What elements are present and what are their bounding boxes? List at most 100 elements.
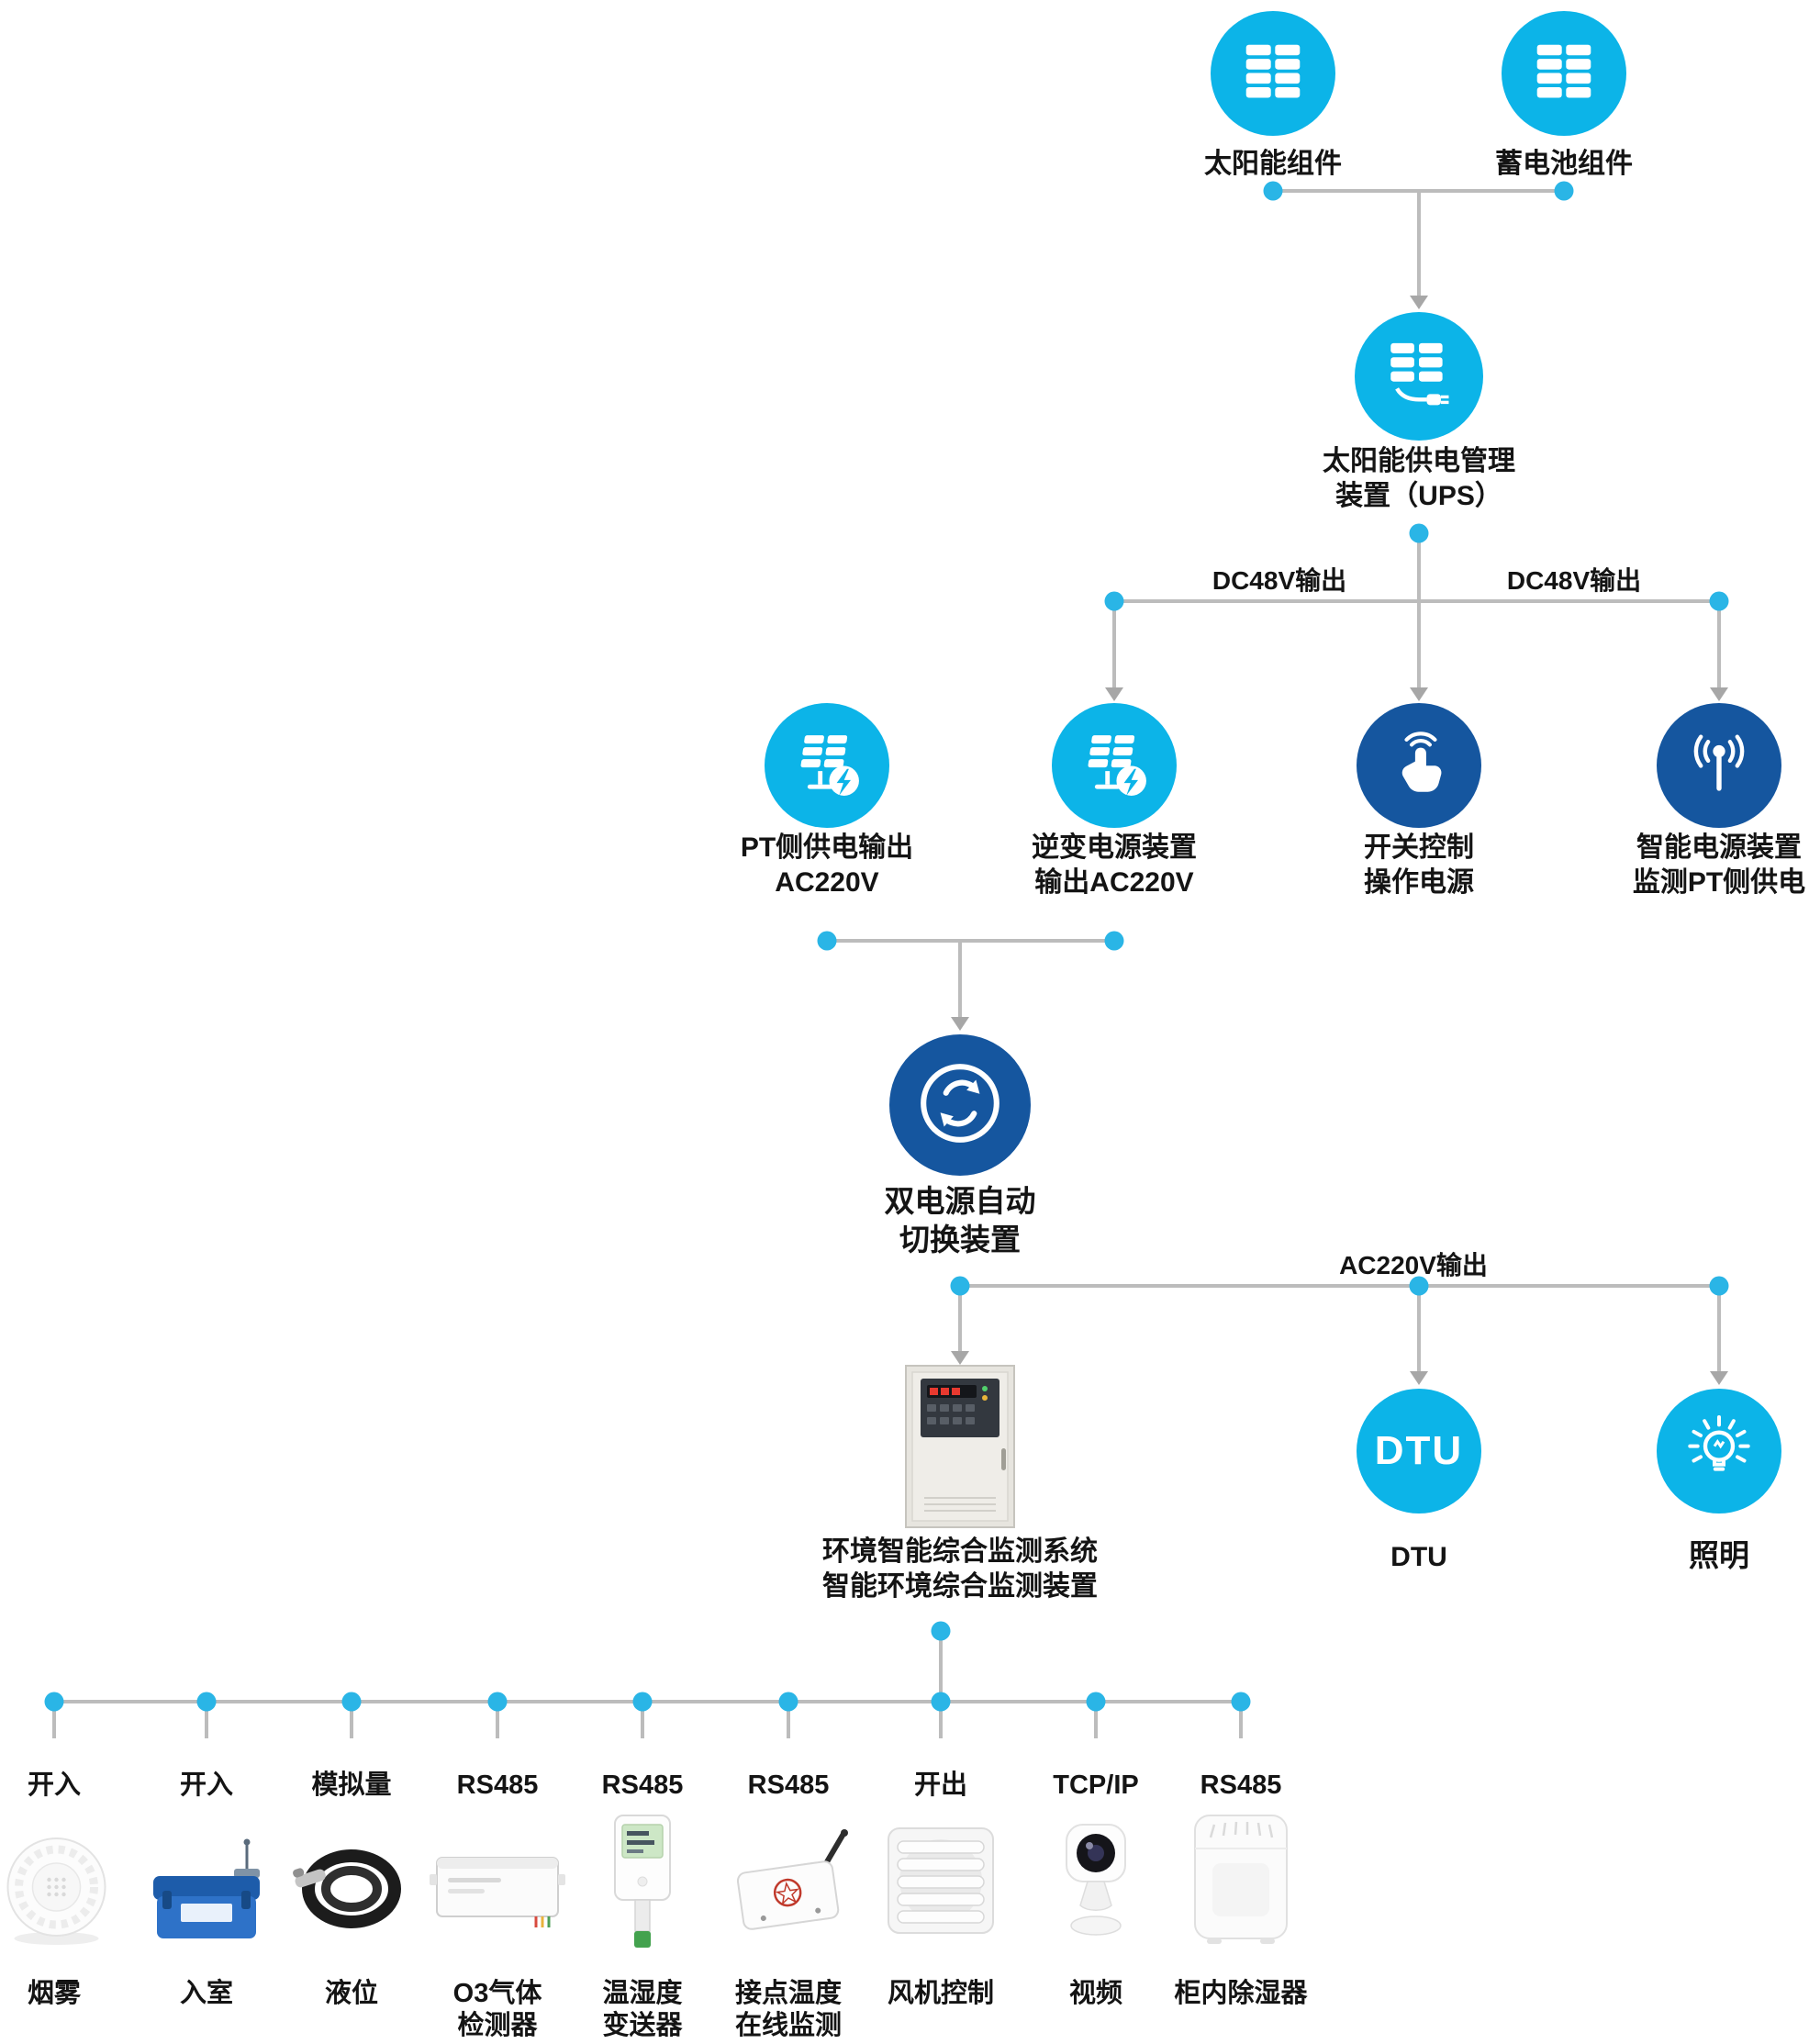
arrow-down-icon xyxy=(1410,1371,1428,1385)
device-label: O3气体 检测器 xyxy=(452,1979,542,2040)
edge-to-ups xyxy=(1417,191,1421,296)
junction-dot xyxy=(1409,1276,1429,1296)
o3-gas-detector-photo xyxy=(428,1843,567,1935)
battery-module-label: 蓄电池组件 xyxy=(1495,149,1633,179)
edge-ac220v-bus xyxy=(960,1284,1719,1288)
inverter-label: 逆变电源装置 输出AC220V xyxy=(1032,832,1197,898)
junction-dot xyxy=(1104,591,1124,611)
junction-dot xyxy=(487,1692,508,1712)
junction-dot xyxy=(1709,1276,1729,1296)
device-label: 入室 xyxy=(179,1979,234,2008)
arrow-down-icon xyxy=(951,1017,969,1031)
device-label: 烟雾 xyxy=(27,1979,82,2008)
arrow-down-icon xyxy=(1410,296,1428,309)
stub-temp-humidity xyxy=(641,1702,644,1738)
junction-dot xyxy=(1709,591,1729,611)
solar-panel-icon xyxy=(1239,38,1307,110)
fan-louver-photo xyxy=(885,1825,997,1941)
junction-dot xyxy=(931,1692,951,1712)
camera-photo xyxy=(1044,1819,1147,1945)
junction-dot xyxy=(196,1692,217,1712)
node-ups xyxy=(1355,312,1483,441)
node-inverter xyxy=(1052,703,1177,828)
stub-smoke xyxy=(52,1702,56,1738)
device-label: 接点温度 在线监测 xyxy=(734,1979,843,2040)
monitor-cabinet-photo xyxy=(888,1364,1033,1536)
stub-entry xyxy=(205,1702,208,1738)
device-label: 液位 xyxy=(324,1979,379,2008)
stub-fan xyxy=(939,1702,943,1738)
junction-dot xyxy=(632,1692,653,1712)
solar-bolt-icon xyxy=(1078,728,1150,804)
port-type-label: 开入 xyxy=(27,1770,82,1800)
port-type-label: TCP/IP xyxy=(1053,1770,1139,1800)
smoke-detector-photo xyxy=(0,1834,115,1953)
smart-power-label: 智能电源装置 监测PT侧供电 xyxy=(1632,832,1806,898)
light-bulb-icon xyxy=(1682,1413,1756,1491)
arrow-down-icon xyxy=(1105,687,1123,701)
edge-monitor-to-bus xyxy=(939,1631,943,1702)
level-sensor-photo xyxy=(293,1836,410,1943)
solar-bolt-icon xyxy=(791,728,863,804)
arrow-down-icon xyxy=(1410,687,1428,701)
port-type-label: RS485 xyxy=(1200,1770,1282,1800)
stub-dehumidifier xyxy=(1239,1702,1243,1738)
device-label: 视频 xyxy=(1068,1979,1123,2008)
edge-to-smart-power xyxy=(1717,601,1721,687)
port-type-label: RS485 xyxy=(601,1770,684,1800)
junction-dot xyxy=(931,1621,951,1641)
junction-dot xyxy=(1231,1692,1251,1712)
stub-contact-temp xyxy=(787,1702,790,1738)
lighting-label: 照明 xyxy=(1689,1538,1749,1572)
node-pt-output xyxy=(765,703,889,828)
node-battery-module xyxy=(1502,11,1626,136)
node-dtu: DTU xyxy=(1357,1389,1481,1513)
edge-to-lighting xyxy=(1717,1286,1721,1372)
antenna-icon xyxy=(1684,729,1754,803)
solar-ups-plug-icon xyxy=(1381,337,1457,417)
port-type-label: 开出 xyxy=(913,1770,968,1800)
ups-label: 太阳能供电管理 装置（UPS） xyxy=(1323,446,1515,511)
stub-level xyxy=(350,1702,353,1738)
junction-dot xyxy=(950,1276,970,1296)
dual-power-label: 双电源自动 切换装置 xyxy=(884,1184,1036,1257)
junction-dot xyxy=(817,931,837,951)
temp-humidity-transmitter-photo xyxy=(591,1810,694,1960)
contact-temperature-monitor-photo xyxy=(719,1826,858,1939)
node-switch-control xyxy=(1357,703,1481,828)
junction-dot xyxy=(341,1692,362,1712)
edge-to-dual-power xyxy=(958,941,962,1018)
touch-hand-icon xyxy=(1384,729,1454,803)
node-dual-power-switch xyxy=(889,1034,1031,1176)
dc48v-output-label-right: DC48V输出 xyxy=(1506,566,1642,595)
edge-to-monitor xyxy=(958,1286,962,1352)
junction-dot xyxy=(1263,181,1283,201)
port-type-label: RS485 xyxy=(456,1770,539,1800)
arrow-down-icon xyxy=(1710,1371,1728,1385)
monitor-system-label: 环境智能综合监测系统 智能环境综合监测装置 xyxy=(822,1536,1098,1602)
junction-dot xyxy=(778,1692,798,1712)
node-solar-module xyxy=(1211,11,1335,136)
node-lighting xyxy=(1657,1389,1781,1513)
dc48v-output-label-left: DC48V输出 xyxy=(1212,566,1347,595)
junction-dot xyxy=(1409,523,1429,543)
device-label: 柜内除湿器 xyxy=(1174,1979,1308,2008)
solar-module-label: 太阳能组件 xyxy=(1204,149,1342,179)
transfer-cycle-icon xyxy=(915,1058,1005,1153)
entry-sensor-photo xyxy=(142,1837,271,1948)
port-type-label: 开入 xyxy=(179,1770,234,1800)
dehumidifier-photo xyxy=(1183,1810,1299,1952)
junction-dot xyxy=(44,1692,64,1712)
edge-to-switch-control xyxy=(1417,601,1421,687)
device-label: 风机控制 xyxy=(887,1979,995,2008)
edge-dc48v-bus xyxy=(1114,599,1719,603)
edge-pt-inverter-bus xyxy=(827,939,1114,943)
edge-ups-out xyxy=(1417,533,1421,601)
port-type-label: 模拟量 xyxy=(311,1770,392,1800)
port-type-label: RS485 xyxy=(747,1770,830,1800)
junction-dot xyxy=(1086,1692,1106,1712)
stub-o3 xyxy=(496,1702,499,1738)
arrow-down-icon xyxy=(951,1351,969,1365)
junction-dot xyxy=(1104,931,1124,951)
